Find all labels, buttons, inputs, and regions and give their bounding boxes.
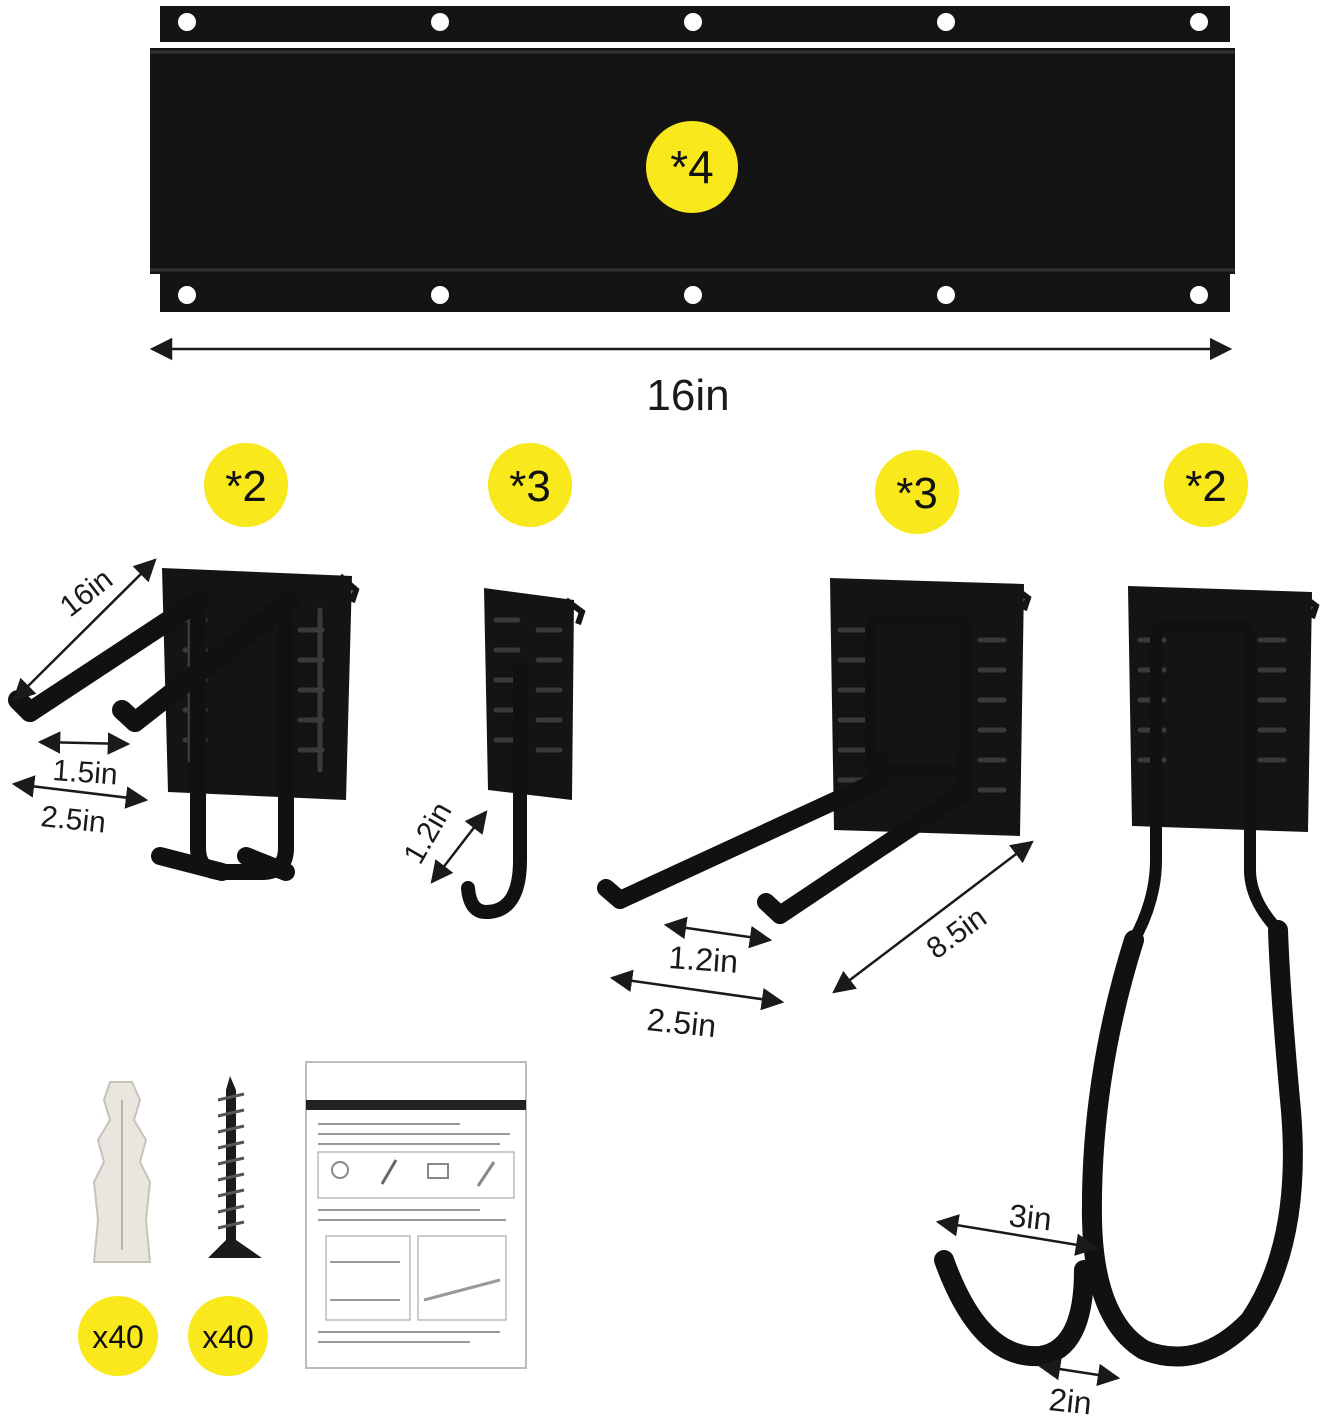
hook-4-bike-hook (934, 586, 1320, 1367)
hook-2-single-j (461, 588, 586, 919)
hook-1-length-label: 16in (54, 563, 119, 624)
hook-4-reach-label: 3in (1007, 1197, 1053, 1237)
hook-1-width-arrow (11, 775, 149, 809)
hook-3-length-arrow (832, 840, 1034, 994)
hook-4-reach-arrow (935, 1214, 1099, 1256)
svg-text:x40: x40 (202, 1319, 254, 1355)
svg-text:*3: *3 (509, 462, 551, 511)
hook-3-spacing-arrow (663, 916, 773, 949)
hook-4-gap-arrow (1037, 1357, 1121, 1387)
hook-2-depth-arrow (430, 810, 488, 884)
screw-quantity-badge: x40 (188, 1296, 268, 1376)
hook-1-badge: *2 (204, 443, 288, 527)
hook-3-length-label: 8.5in (921, 901, 993, 966)
hook-3-spacing-label: 1.2in (668, 939, 740, 980)
hook-1-spacing-arrow (37, 731, 131, 755)
hook-3-badge: *3 (875, 450, 959, 534)
screw (208, 1076, 262, 1258)
hook-1-width-label: 2.5in (39, 800, 107, 840)
hook-3-long-double (597, 578, 1032, 924)
hook-4-gap-label: 2in (1047, 1381, 1093, 1421)
rail-quantity-badge (646, 121, 738, 213)
rail-length-label: 16in (646, 371, 729, 420)
svg-text:*2: *2 (1185, 462, 1227, 511)
svg-text:x40: x40 (92, 1319, 144, 1355)
hook-1-length-arrow (12, 558, 157, 702)
rail-quantity-label: *4 (670, 141, 713, 193)
hook-3-width-arrow (609, 969, 785, 1011)
svg-text:*2: *2 (225, 462, 267, 511)
hook-4-badge: *2 (1164, 443, 1248, 527)
anchor-quantity-badge: x40 (78, 1296, 158, 1376)
hook-1-spacing-label: 1.5in (52, 754, 119, 791)
wall-anchor (92, 1081, 152, 1263)
hook-2-badge: *3 (488, 443, 572, 527)
svg-text:*3: *3 (896, 469, 938, 518)
rail-mounting-holes (178, 13, 1208, 304)
hook-3-width-label: 2.5in (645, 1001, 718, 1044)
wall-rail: *4 (150, 6, 1235, 312)
instruction-manual-image (305, 1061, 527, 1369)
